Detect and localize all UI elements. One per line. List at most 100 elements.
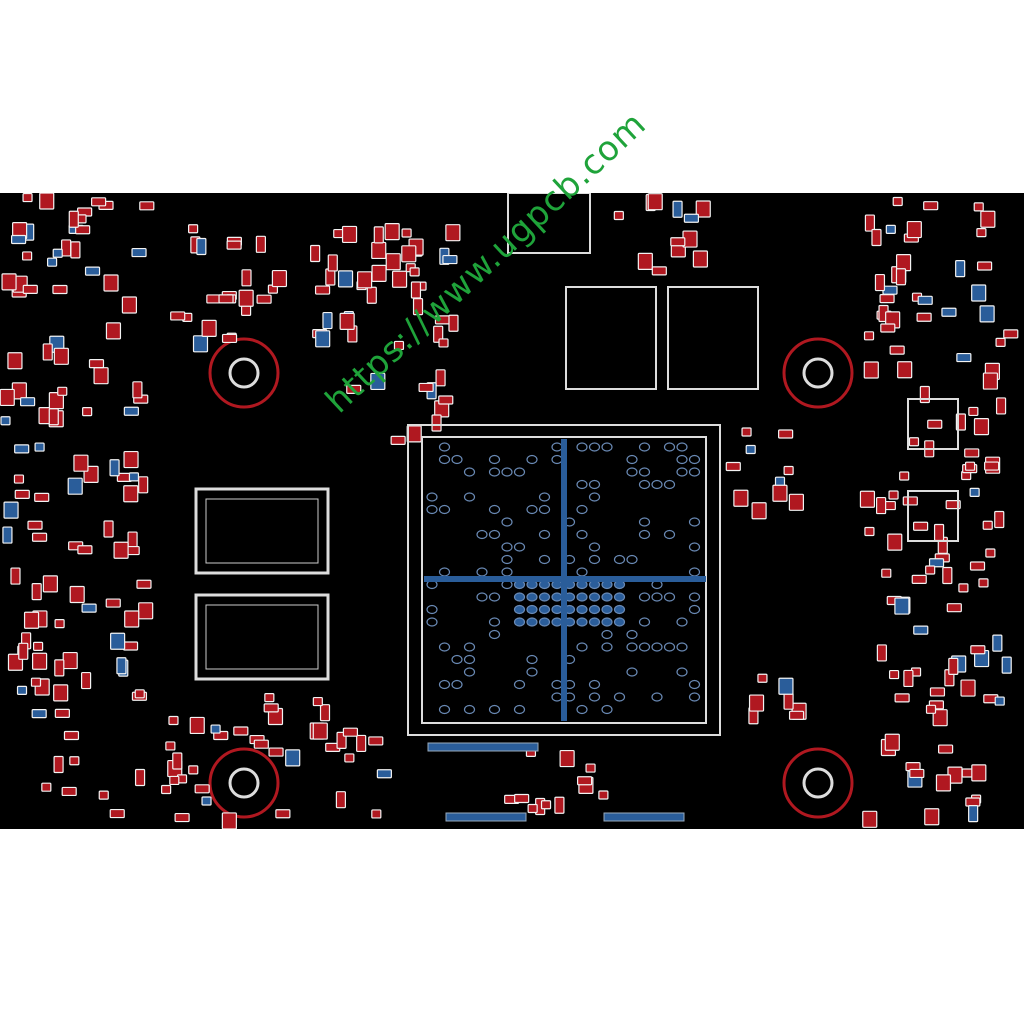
smd-pad bbox=[984, 461, 1000, 471]
smd-pad bbox=[945, 500, 961, 510]
smd-pad bbox=[409, 267, 420, 277]
bga-ball bbox=[463, 642, 476, 652]
smd-pad bbox=[862, 810, 878, 828]
smd-pad bbox=[241, 269, 252, 287]
smd-pad bbox=[221, 333, 238, 344]
smd-pad bbox=[314, 285, 331, 295]
smd-pad bbox=[783, 465, 794, 476]
connector-pads bbox=[445, 812, 527, 822]
smd-pad bbox=[233, 726, 249, 736]
smd-pad bbox=[31, 582, 42, 601]
smd-pad bbox=[876, 496, 887, 515]
bga-ball bbox=[513, 592, 526, 602]
smd-pad bbox=[683, 213, 700, 223]
smd-pad bbox=[978, 578, 989, 588]
bga-ball bbox=[613, 554, 626, 565]
smd-pad bbox=[88, 359, 105, 369]
smd-pad bbox=[346, 384, 362, 394]
smd-pad bbox=[880, 323, 896, 333]
smd-pad bbox=[994, 696, 1005, 706]
smd-pad bbox=[34, 492, 50, 502]
smd-pad bbox=[772, 484, 788, 502]
smd-pad bbox=[948, 657, 959, 676]
smd-pad bbox=[98, 790, 109, 800]
smd-pad bbox=[982, 520, 993, 530]
smd-pad bbox=[312, 696, 323, 707]
bga-ball bbox=[476, 529, 488, 540]
bga-ball bbox=[588, 479, 601, 490]
smd-pad bbox=[778, 429, 794, 439]
bga-ball bbox=[426, 617, 438, 627]
smd-pad bbox=[113, 541, 129, 559]
smd-pad bbox=[864, 214, 876, 232]
mounting-hole bbox=[208, 747, 280, 819]
bga-ball bbox=[463, 467, 476, 477]
bga-ball bbox=[513, 604, 526, 615]
bga-ball bbox=[688, 692, 701, 702]
smd-pad bbox=[189, 716, 205, 735]
smd-pad bbox=[376, 769, 392, 779]
bga-ball bbox=[538, 604, 551, 615]
smd-pad bbox=[924, 808, 940, 826]
bga-ball bbox=[626, 554, 638, 565]
smd-pad bbox=[93, 367, 109, 385]
smd-pad bbox=[333, 228, 344, 239]
bga-ball bbox=[651, 642, 663, 652]
bga-ball bbox=[663, 592, 676, 602]
bga-ball bbox=[526, 654, 538, 665]
bga-ball bbox=[638, 442, 651, 452]
smd-pad bbox=[913, 625, 929, 635]
smd-pad bbox=[63, 730, 80, 741]
bga-ball bbox=[576, 442, 588, 452]
smd-pad bbox=[123, 450, 139, 469]
bga-ball bbox=[676, 467, 688, 477]
smd-pad bbox=[366, 286, 377, 304]
bga-ball bbox=[451, 454, 463, 465]
bga-ball bbox=[438, 454, 451, 465]
smd-pad bbox=[968, 804, 979, 823]
smd-pad bbox=[540, 800, 552, 810]
smd-pad bbox=[138, 602, 154, 620]
bga-ball bbox=[676, 442, 688, 452]
smd-pad bbox=[412, 298, 424, 316]
bga-ball bbox=[688, 517, 701, 527]
smd-pad bbox=[54, 619, 65, 629]
bga-ball bbox=[601, 642, 613, 652]
smd-pad bbox=[384, 222, 400, 241]
smd-pad bbox=[268, 747, 284, 757]
smd-pad bbox=[109, 459, 120, 477]
smd-pad bbox=[903, 669, 914, 688]
bga-ball bbox=[576, 642, 588, 652]
bga-ball bbox=[488, 629, 501, 640]
smd-pad bbox=[992, 634, 1003, 652]
mounting-holes bbox=[208, 337, 854, 819]
smd-pad bbox=[255, 235, 266, 253]
smd-pad bbox=[335, 791, 347, 809]
smd-pad bbox=[909, 768, 925, 779]
bga-ball bbox=[638, 479, 651, 490]
smd-pad bbox=[339, 312, 355, 331]
smd-pad bbox=[442, 254, 458, 265]
bga-ball bbox=[501, 517, 513, 527]
smd-pad bbox=[344, 753, 355, 763]
smd-pad bbox=[139, 201, 155, 211]
smd-pad bbox=[22, 193, 33, 203]
smd-pad bbox=[964, 448, 980, 458]
bga-ball bbox=[626, 642, 638, 652]
bga-ball bbox=[688, 592, 701, 602]
smd-pad bbox=[973, 418, 990, 436]
smd-pad bbox=[946, 603, 962, 613]
bga-ball bbox=[538, 492, 551, 502]
smd-pad bbox=[103, 520, 114, 538]
smd-pad bbox=[964, 461, 976, 471]
smd-pad bbox=[859, 490, 876, 508]
smd-pad bbox=[371, 264, 387, 282]
smd-pad bbox=[132, 381, 143, 399]
bga-ball bbox=[601, 629, 613, 640]
bga-ball bbox=[463, 667, 476, 677]
bga-ball bbox=[588, 692, 601, 702]
bga-ball bbox=[601, 704, 613, 715]
smd-pad bbox=[3, 501, 19, 519]
smd-pad bbox=[91, 197, 107, 207]
smd-pad bbox=[1, 273, 17, 291]
